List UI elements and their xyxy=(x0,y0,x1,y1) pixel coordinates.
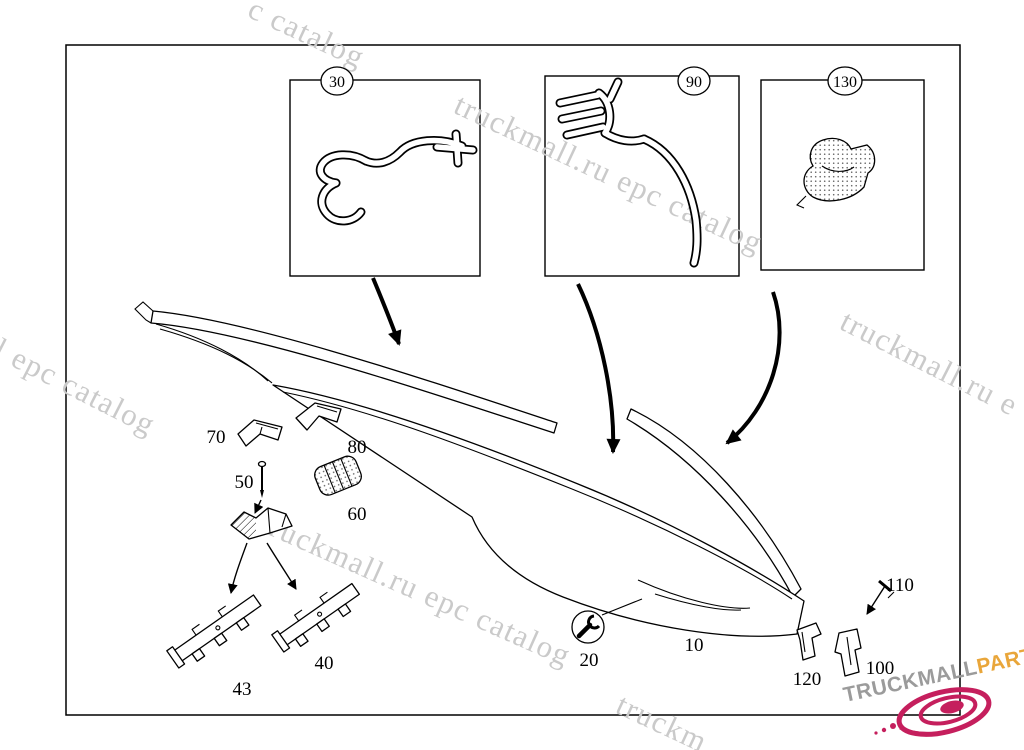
callout-90-label: 90 xyxy=(686,74,702,91)
glass-panel xyxy=(272,384,805,637)
part-100-clip xyxy=(834,628,862,677)
part-50-pin xyxy=(254,460,267,514)
part-110-pin xyxy=(866,579,895,615)
part-label-40: 40 xyxy=(315,653,334,674)
callout-90: 90 xyxy=(677,66,711,96)
callout-130-label: 130 xyxy=(833,74,857,91)
part-40-rail xyxy=(271,582,361,653)
part-label-20: 20 xyxy=(580,650,599,671)
tool-callout-20 xyxy=(571,598,643,644)
part-label-60: 60 xyxy=(348,504,367,525)
part-43-rail xyxy=(166,594,262,669)
arrow-from-box-30 xyxy=(371,277,402,346)
arrow-to-part-43 xyxy=(227,542,248,594)
part-label-80: 80 xyxy=(348,437,367,458)
part-60-block xyxy=(314,455,362,496)
arrow-from-box-130 xyxy=(725,291,782,445)
callout-30-label: 30 xyxy=(329,74,345,91)
part-label-43: 43 xyxy=(233,679,252,700)
arrow-to-part-40 xyxy=(266,542,297,590)
part-label-110: 110 xyxy=(886,575,914,596)
brand-swirl-dots xyxy=(874,700,964,735)
part-80-clip xyxy=(295,402,342,431)
part-label-10: 10 xyxy=(685,635,704,656)
part-labels: 70 80 50 60 40 43 20 10 120 100 110 xyxy=(207,427,914,700)
callout-130: 130 xyxy=(827,66,863,96)
detail-box-90 xyxy=(544,75,740,277)
wrench-icon xyxy=(576,614,601,639)
part-label-70: 70 xyxy=(207,427,226,448)
mounting-clip xyxy=(230,507,293,540)
part-label-50: 50 xyxy=(235,472,254,493)
seal-profile-30 xyxy=(315,129,478,226)
arrow-from-box-90 xyxy=(576,283,621,454)
part-70-clip xyxy=(237,419,283,447)
seal-strip-top xyxy=(134,301,558,434)
part-120-clip xyxy=(796,622,822,661)
seal-profile-90 xyxy=(555,77,702,268)
part-label-100: 100 xyxy=(866,658,895,679)
brand-swirl-icon xyxy=(896,687,992,737)
callout-30: 30 xyxy=(320,66,354,96)
seal-profile-130 xyxy=(796,137,876,209)
part-label-120: 120 xyxy=(793,669,822,690)
